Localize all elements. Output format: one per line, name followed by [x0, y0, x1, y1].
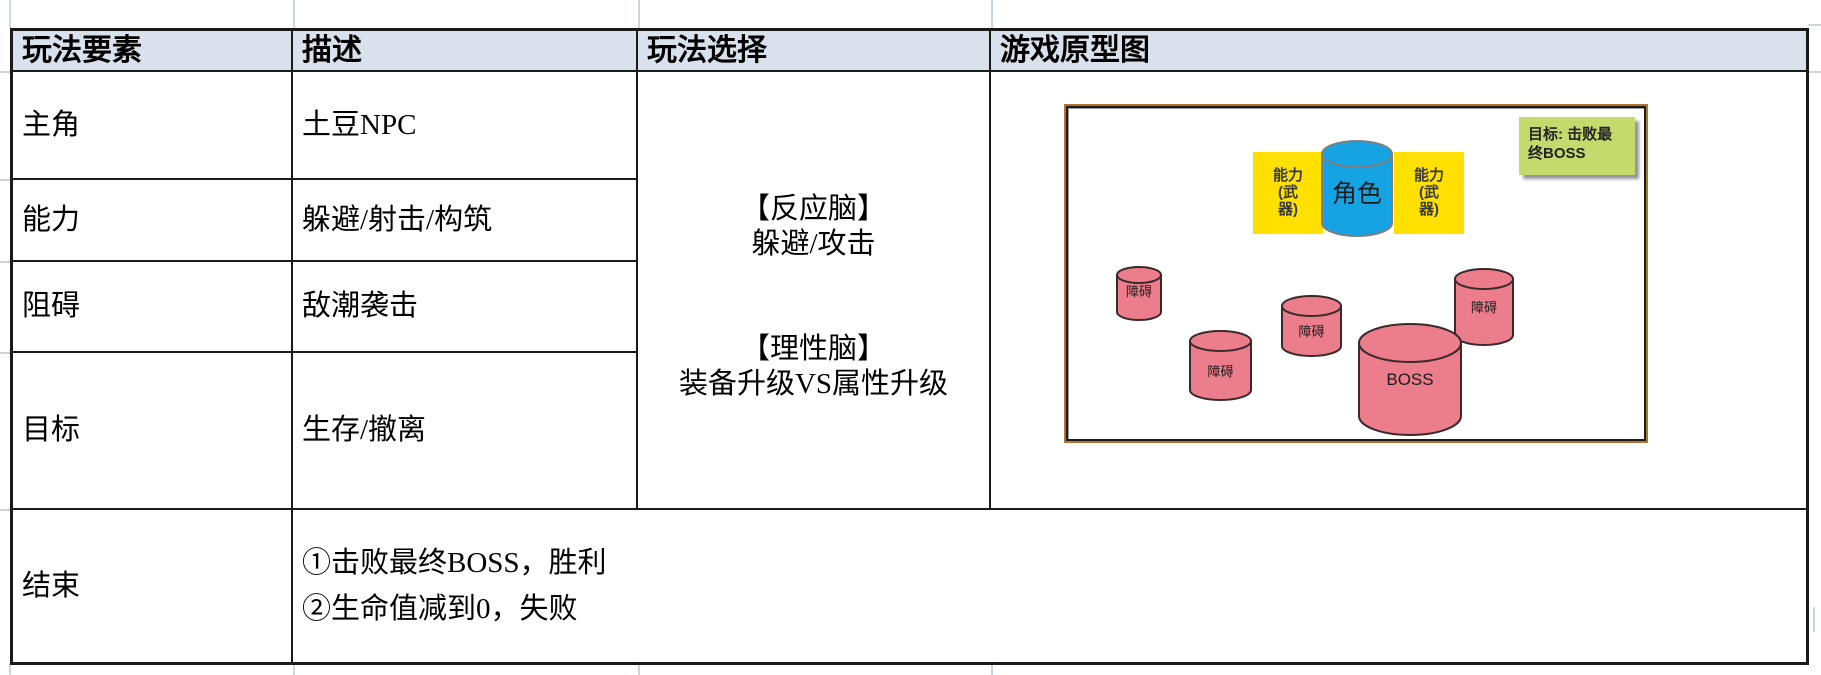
gridline-stub	[638, 663, 640, 675]
cell-element-protagonist: 主角	[13, 72, 293, 180]
header-prototype: 游戏原型图	[991, 31, 1806, 72]
cell-gameplay-choice: 【反应脑】 躲避/攻击 【理性脑】 装备升级VS属性升级	[638, 72, 991, 510]
gridline-stub	[991, 0, 993, 28]
gridline-stub	[9, 0, 11, 28]
obstacle-label: 障碍	[1471, 300, 1497, 315]
obstacle-cylinder: 障碍	[1116, 266, 1162, 321]
cell-element-goal: 目标	[13, 353, 293, 510]
gridline-stub	[0, 509, 10, 511]
header-gameplay-element: 玩法要素	[13, 31, 293, 72]
boss-cylinder: BOSS	[1358, 323, 1462, 436]
goal-note: 目标: 击败最 终BOSS	[1519, 117, 1635, 175]
cell-desc-goal: 生存/撤离	[293, 353, 638, 510]
gridline-stub	[0, 179, 10, 181]
cell-desc-end: ①击败最终BOSS，胜利 ②生命值减到0，失败	[302, 547, 607, 625]
obstacle-cylinder: 障碍	[1189, 330, 1252, 401]
character-cylinder: 角色	[1321, 140, 1393, 237]
header-description: 描述	[293, 31, 638, 72]
obstacle-label: 障碍	[1298, 324, 1324, 339]
gridline-stub	[0, 352, 10, 354]
obstacle-label: 障碍	[1207, 364, 1233, 379]
header-gameplay-choice: 玩法选择	[638, 31, 991, 72]
gridline-stub	[1808, 24, 1821, 26]
obstacle-cylinder: 障碍	[1281, 295, 1342, 357]
gridline-stub	[9, 663, 11, 675]
gridline-stub	[991, 663, 993, 675]
cell-desc-ability: 躲避/射击/构筑	[293, 180, 638, 262]
character-label: 角色	[1332, 180, 1382, 208]
obstacle-label: 障碍	[1126, 284, 1152, 299]
gridline-stub	[0, 261, 10, 263]
gridline-stub	[1808, 71, 1821, 73]
gridline-stub	[638, 0, 640, 28]
gridline-stub	[1813, 607, 1815, 632]
boss-label: BOSS	[1386, 370, 1433, 389]
ability-weapon-box-left: 能力 (武 器)	[1253, 152, 1323, 234]
obstacle-cylinder: 障碍	[1454, 268, 1514, 346]
cell-element-ability: 能力	[13, 180, 293, 262]
cell-desc-obstacle: 敌潮袭击	[293, 262, 638, 353]
prototype-canvas: 能力 (武 器) 能力 (武 器) 角色 目标: 击败最 终BOSS 障碍	[1064, 104, 1648, 443]
gridline-stub	[293, 0, 295, 28]
cell-prototype-diagram: 能力 (武 器) 能力 (武 器) 角色 目标: 击败最 终BOSS 障碍	[991, 72, 1806, 510]
gridline-stub	[0, 71, 10, 73]
cell-element-end: 结束	[13, 510, 293, 662]
cell-desc-protagonist: 土豆NPC	[293, 72, 638, 180]
ability-weapon-box-right: 能力 (武 器)	[1394, 152, 1464, 234]
cell-element-obstacle: 阻碍	[13, 262, 293, 353]
game-design-table: 玩法要素 描述 玩法选择 游戏原型图 【反应脑】 躲避/攻击 【理性脑】 装备升…	[10, 28, 1809, 665]
gridline-stub	[293, 663, 295, 675]
